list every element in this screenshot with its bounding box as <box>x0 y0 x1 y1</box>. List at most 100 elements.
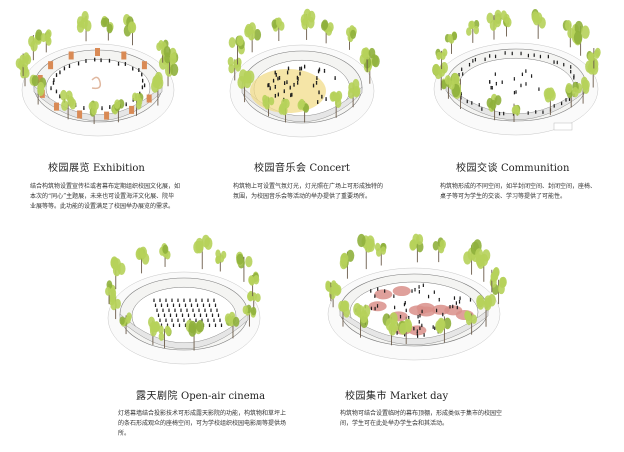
tree-foliage <box>24 54 32 65</box>
person-body <box>141 73 143 77</box>
person-head <box>171 298 173 300</box>
person-icon <box>323 68 326 73</box>
tree-icon <box>28 29 43 61</box>
person-icon <box>163 313 166 317</box>
person-icon <box>154 303 157 307</box>
person-icon <box>166 303 169 307</box>
person-icon <box>449 304 451 309</box>
person-head <box>109 105 111 107</box>
person-icon <box>196 303 199 307</box>
person-head <box>183 298 185 300</box>
person-body <box>478 104 480 107</box>
tree-icon <box>215 249 227 272</box>
concert-illustration <box>227 8 380 138</box>
tree-icon <box>565 81 579 108</box>
person-body <box>318 91 320 95</box>
person-body <box>286 71 289 75</box>
person-icon <box>419 313 421 318</box>
person-body <box>404 302 406 305</box>
person-body <box>416 333 418 336</box>
person-icon <box>404 300 406 305</box>
tree-icon <box>119 312 132 335</box>
person-head <box>55 89 58 91</box>
person-icon <box>393 305 396 310</box>
title-zh: 露天剧院 <box>136 391 178 402</box>
person-icon <box>171 298 173 302</box>
tree-foliage <box>119 316 125 325</box>
person-body <box>317 70 320 74</box>
tree-foliage <box>242 305 249 315</box>
person-head <box>272 78 275 81</box>
person-head <box>269 86 271 88</box>
person-head <box>125 102 127 104</box>
person-body <box>165 319 167 322</box>
person-icon <box>296 75 299 80</box>
person-body <box>527 112 529 115</box>
person-body <box>421 324 423 328</box>
desc-cinema: 灯塔幕墙结合投影技术可形成露天影院的功能，构筑物和草坪上 的条石形成观众的座椅空… <box>118 409 298 439</box>
tree-icon <box>132 92 144 116</box>
tree-foliage <box>447 34 453 43</box>
person-icon <box>286 70 289 75</box>
person-icon <box>521 72 524 77</box>
person-body <box>183 299 185 302</box>
person-body <box>172 324 175 327</box>
person-head <box>101 106 103 108</box>
tree-foliage <box>188 324 197 337</box>
title-en: Open-air cinema <box>181 391 266 402</box>
tree-foliage <box>440 51 446 60</box>
person-body <box>370 307 372 311</box>
person-icon <box>542 110 544 114</box>
person-icon <box>208 303 211 307</box>
tree-foliage <box>228 316 235 327</box>
person-icon <box>168 308 170 312</box>
person-head <box>177 298 179 300</box>
person-head <box>494 72 497 74</box>
tree-foliage <box>443 317 452 330</box>
person-body <box>202 304 205 307</box>
person-body <box>141 86 144 90</box>
person-head <box>312 83 315 86</box>
person-head <box>163 313 166 315</box>
person-body <box>323 70 326 73</box>
person-body <box>205 314 208 317</box>
person-head <box>290 93 292 95</box>
person-body <box>132 99 134 102</box>
person-body <box>433 291 435 294</box>
person-head <box>573 74 575 76</box>
person-body <box>141 80 144 83</box>
exhibition-board <box>53 102 59 111</box>
person-head <box>68 64 71 66</box>
tree-foliage <box>489 99 497 110</box>
person-head <box>461 67 463 69</box>
person-head <box>481 107 483 109</box>
person-icon <box>277 76 279 81</box>
person-head <box>474 57 477 60</box>
tree-icon <box>148 316 161 345</box>
person-head <box>422 283 425 285</box>
desc-line: 构筑物形成的不同空间，如半封闭空间、封闭空间，座椅、 <box>440 183 597 190</box>
person-icon <box>138 68 140 72</box>
person-head <box>553 60 555 62</box>
person-body <box>277 93 280 97</box>
person-icon <box>213 318 215 322</box>
tree-icon <box>193 234 213 270</box>
tree-foliage <box>357 233 366 248</box>
person-icon <box>172 303 175 307</box>
person-head <box>141 85 144 87</box>
tree-icon <box>163 46 179 74</box>
tree-icon <box>500 10 512 37</box>
person-body <box>85 60 87 63</box>
person-body <box>171 299 173 302</box>
person-icon <box>539 54 542 59</box>
person-body <box>274 86 276 89</box>
person-icon <box>55 73 58 77</box>
person-icon <box>405 308 407 313</box>
person-body <box>178 304 181 307</box>
person-head <box>177 318 179 320</box>
person-icon <box>274 93 277 98</box>
tree-icon <box>110 256 126 290</box>
tree-icon <box>409 233 424 263</box>
person-body <box>376 305 379 308</box>
person-icon <box>498 111 501 116</box>
